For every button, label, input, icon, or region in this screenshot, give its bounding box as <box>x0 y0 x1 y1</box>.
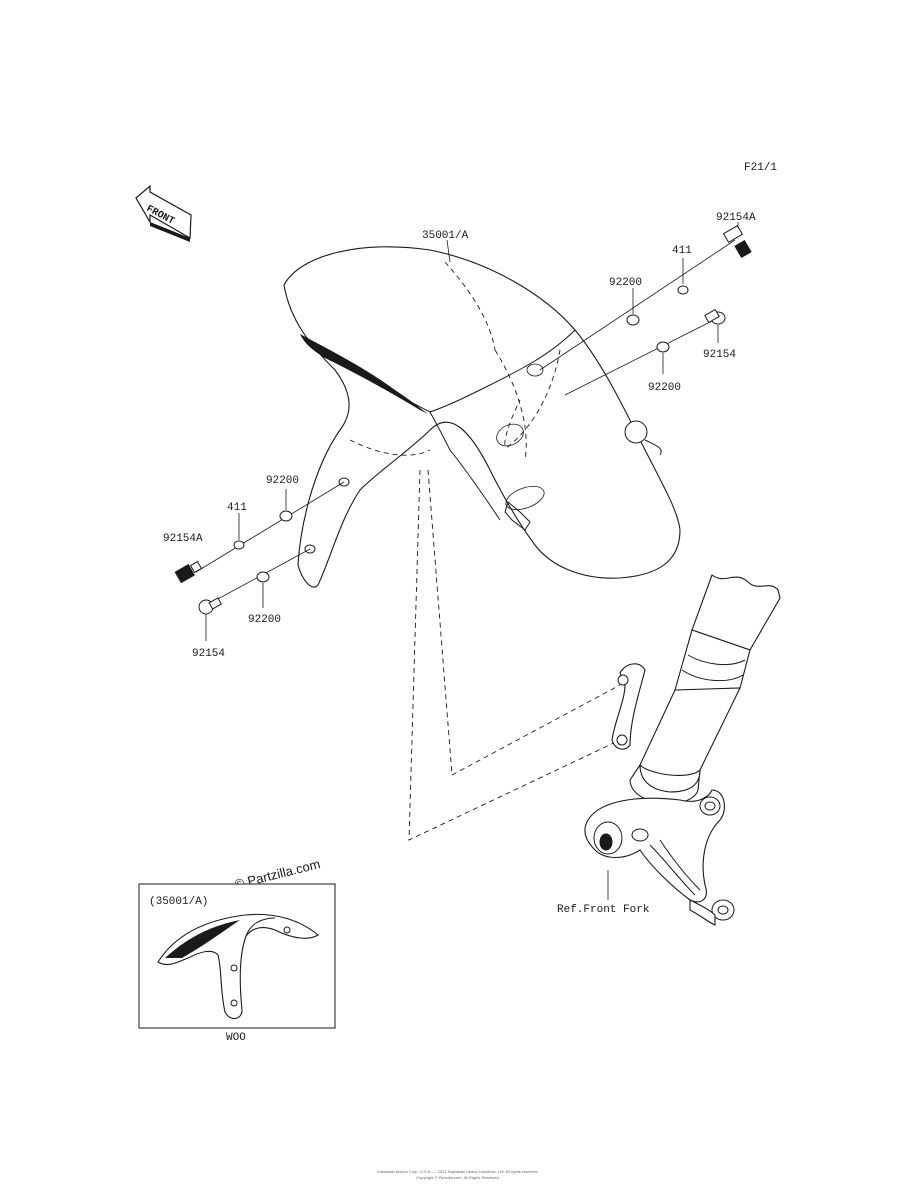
washer-411-left <box>233 540 245 550</box>
footer-copyright-secondary: Copyright © Partzilla.com. All Rights Re… <box>416 1175 499 1180</box>
assembly-lines <box>408 469 621 841</box>
washer-92200-upper-right <box>626 314 640 326</box>
label-35001a: 35001/A <box>422 230 469 242</box>
inset-caption: WOO <box>226 1032 246 1044</box>
figure-code: F21/1 <box>744 162 777 174</box>
bolt-92154a-right <box>722 224 752 259</box>
label-92154-right: 92154 <box>703 349 736 361</box>
left-hardware <box>174 481 345 641</box>
washer-411-right <box>677 285 689 295</box>
label-92154-left: 92154 <box>192 648 225 660</box>
footer-copyright: Kawasaki Motors Corp. U.S.A. — 2021 Kawa… <box>377 1169 538 1174</box>
inset-title: (35001/A) <box>149 896 208 908</box>
inset-box: (35001/A) WOO <box>138 883 336 1044</box>
label-92200-upper-right: 92200 <box>609 277 642 289</box>
front-fork <box>584 574 781 926</box>
label-92154a-left: 92154A <box>163 533 203 545</box>
part-labels: 35001/A 92154A 411 92200 92154 92200 922… <box>163 212 756 916</box>
front-arrow-icon: FRONT <box>135 184 192 242</box>
label-92200-lower-right: 92200 <box>648 382 681 394</box>
washer-92200-lower-right <box>656 341 670 353</box>
label-92200-upper-left: 92200 <box>266 475 299 487</box>
bolt-92154-left <box>198 597 223 615</box>
label-411-left: 411 <box>227 502 247 514</box>
washer-92200-lower-left <box>256 571 270 583</box>
washer-92200-upper-left <box>279 510 293 522</box>
front-fender <box>283 246 681 588</box>
label-ref-front-fork: Ref.Front Fork <box>557 904 650 916</box>
bolt-92154a-left <box>174 560 203 584</box>
bolt-92154-right <box>704 308 726 325</box>
label-92200-lower-left: 92200 <box>248 614 281 626</box>
label-92154a-right: 92154A <box>716 212 756 224</box>
right-hardware <box>539 222 752 396</box>
label-411-right: 411 <box>672 245 692 257</box>
